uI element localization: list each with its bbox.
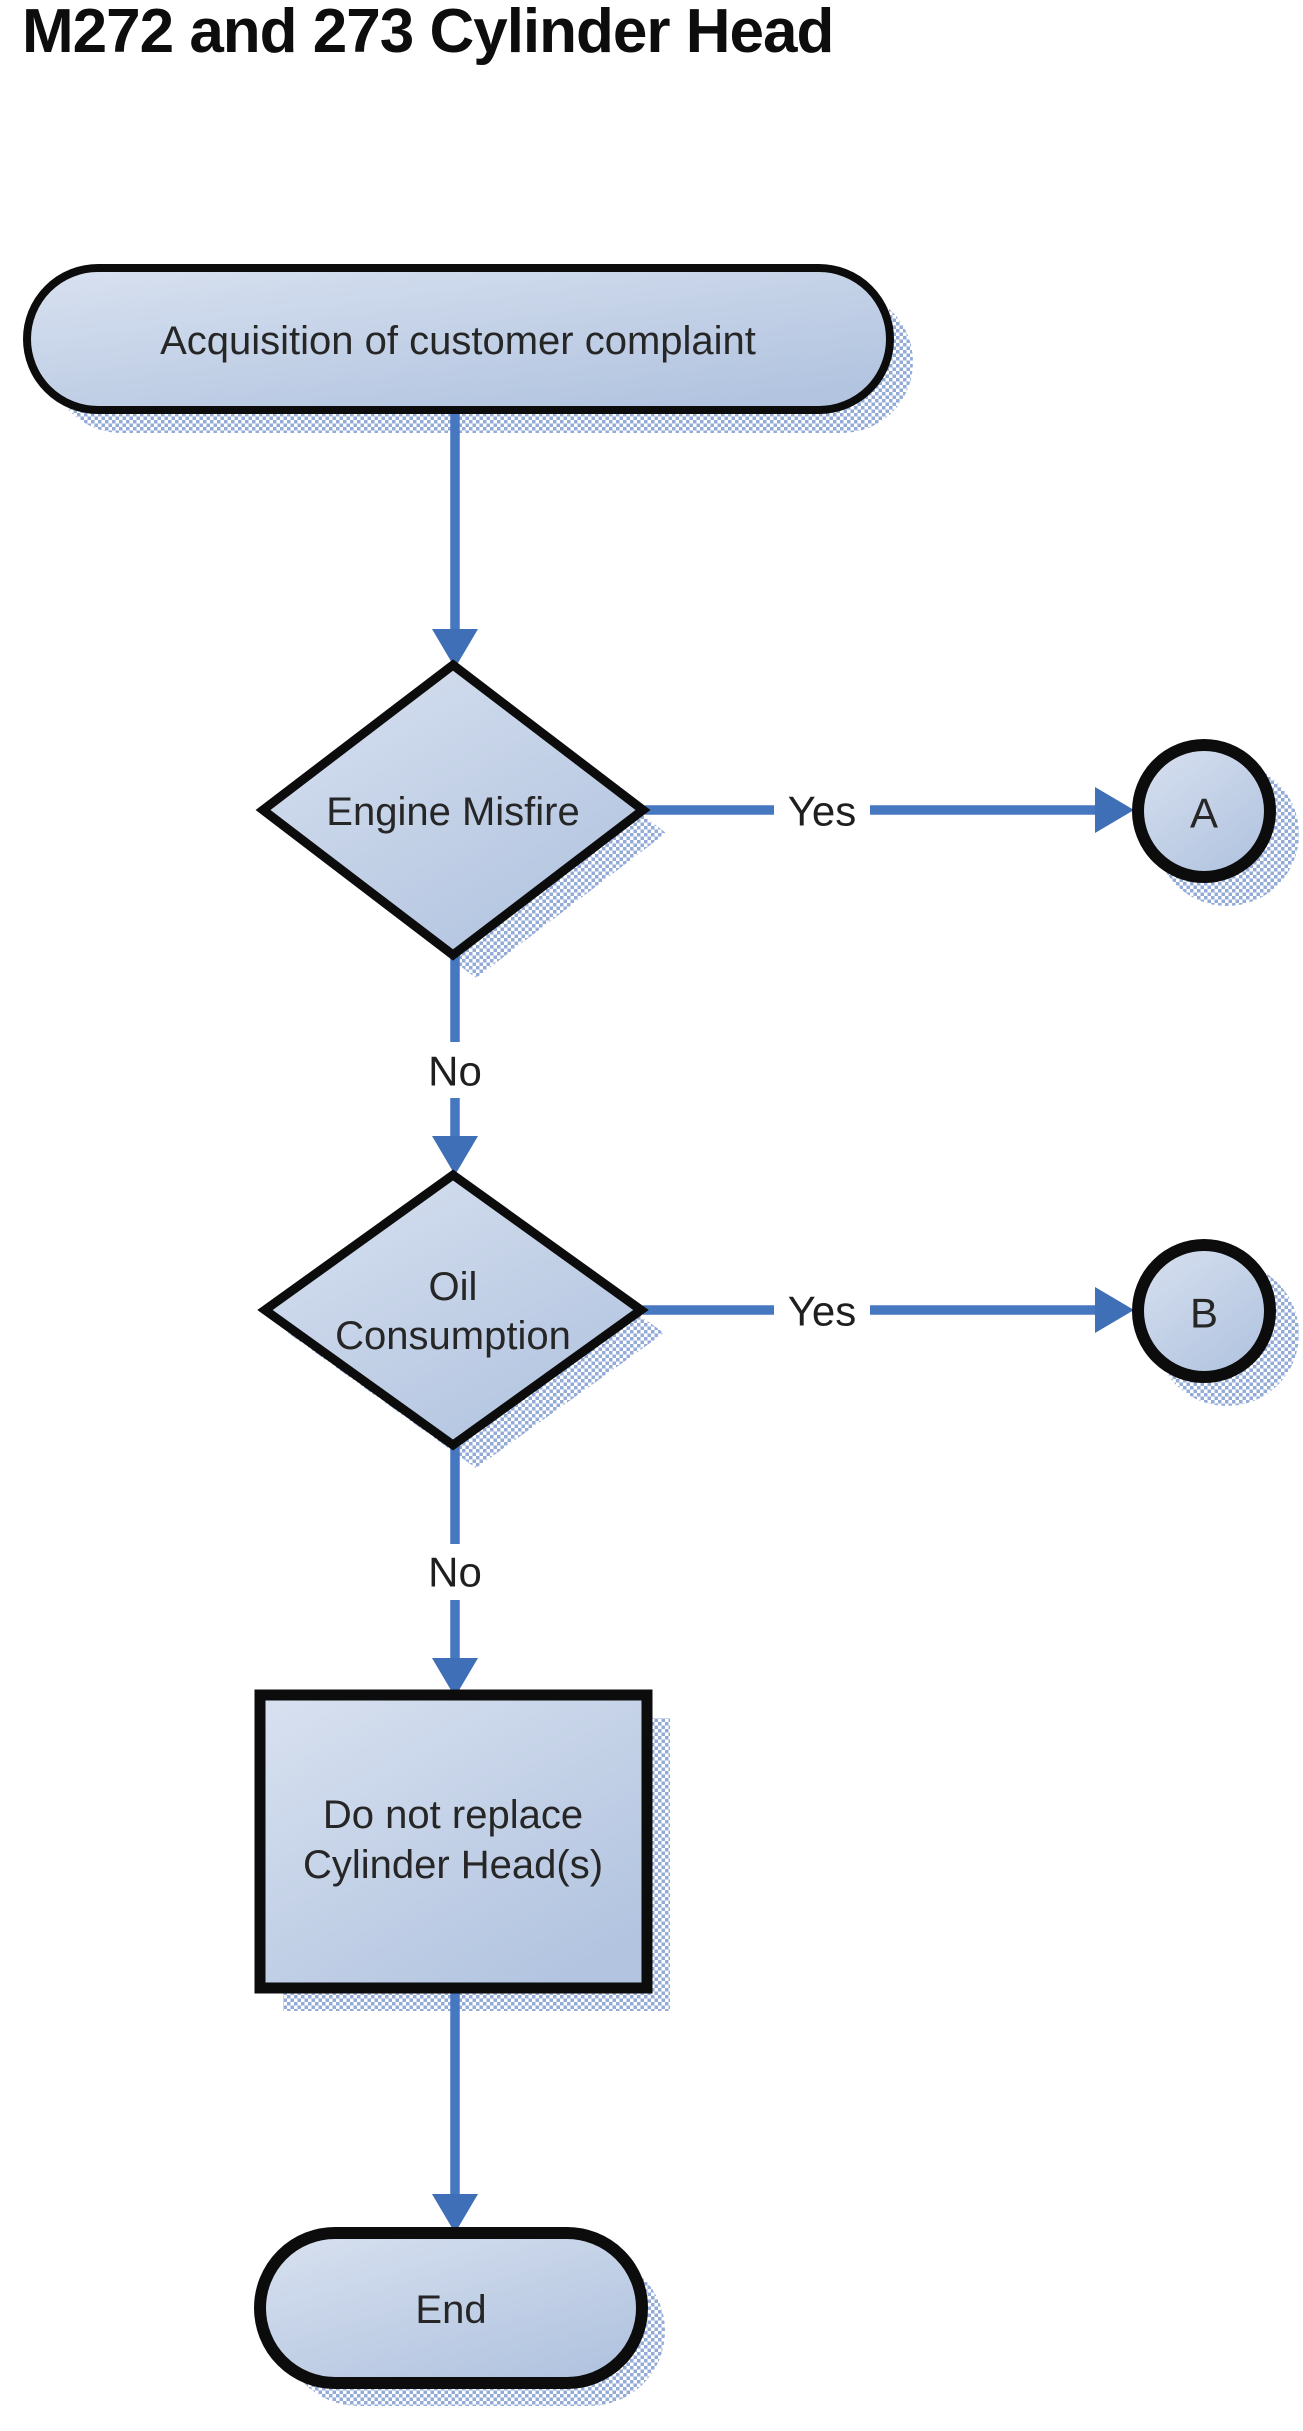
- do-not-replace-label-line1: Do not replace: [323, 1793, 583, 1837]
- yes-label-gap: [774, 785, 870, 835]
- node-do-not-replace: Do not replace Cylinder Head(s): [254, 1689, 653, 1994]
- arrowhead-down-icon: [432, 1136, 478, 1175]
- start-terminator-label: Acquisition of customer complaint: [160, 319, 756, 363]
- page-title: M272 and 273 Cylinder Head: [22, 0, 834, 66]
- shadow-layer: [50, 291, 1299, 2406]
- edge-start-to-misfire: [432, 408, 478, 668]
- edge-oil-to-b: Yes: [643, 1285, 1134, 1335]
- oil-consumption-label-line1: Oil: [429, 1265, 478, 1309]
- node-start: Acquisition of customer complaint: [23, 264, 894, 414]
- do-not-replace-rect-shape: [254, 1689, 653, 1994]
- edge-misfire-to-oil: No: [416, 953, 494, 1175]
- oil-consumption-diamond-shape: [257, 1169, 649, 1451]
- no-label-gap: [416, 1544, 494, 1600]
- edge-oil-to-process: No: [416, 1443, 494, 1697]
- yes-label-gap: [774, 1285, 870, 1335]
- arrowhead-down-icon: [432, 2194, 478, 2233]
- do-not-replace-label-line2: Cylinder Head(s): [303, 1843, 603, 1887]
- connector-a-circle-shape: [1132, 739, 1276, 883]
- connector-a-label: A: [1190, 790, 1218, 837]
- engine-misfire-label: Engine Misfire: [326, 790, 579, 834]
- arrowhead-right-icon: [1095, 787, 1134, 833]
- node-layer: Acquisition of customer complaint Engine…: [23, 264, 1276, 2389]
- node-engine-misfire: Engine Misfire: [255, 659, 651, 961]
- no-label-gap: [416, 1042, 494, 1098]
- node-end: End: [254, 2227, 648, 2389]
- arrowhead-down-icon: [432, 629, 478, 668]
- engine-misfire-diamond-shape: [255, 659, 651, 961]
- end-terminator-label: End: [415, 2288, 486, 2332]
- end-terminator-shape: [254, 2227, 648, 2389]
- arrowhead-down-icon: [432, 1658, 478, 1697]
- edge-label-yes: Yes: [788, 788, 857, 835]
- oil-consumption-label-line2: Consumption: [335, 1314, 571, 1358]
- node-oil-consumption: Oil Consumption: [257, 1169, 649, 1451]
- node-connector-b: B: [1132, 1239, 1276, 1383]
- edge-misfire-to-a: Yes: [645, 785, 1134, 835]
- node-connector-a: A: [1132, 739, 1276, 883]
- connector-b-label: B: [1190, 1290, 1218, 1337]
- arrowhead-right-icon: [1095, 1287, 1134, 1333]
- start-terminator-shape: [23, 264, 894, 414]
- edge-process-to-end: [432, 1986, 478, 2233]
- connector-b-circle-shape: [1132, 1239, 1276, 1383]
- edge-layer: Yes No Yes No: [416, 408, 1134, 2233]
- edge-label-no: No: [428, 1549, 482, 1596]
- edge-label-no: No: [428, 1048, 482, 1095]
- edge-label-yes: Yes: [788, 1288, 857, 1335]
